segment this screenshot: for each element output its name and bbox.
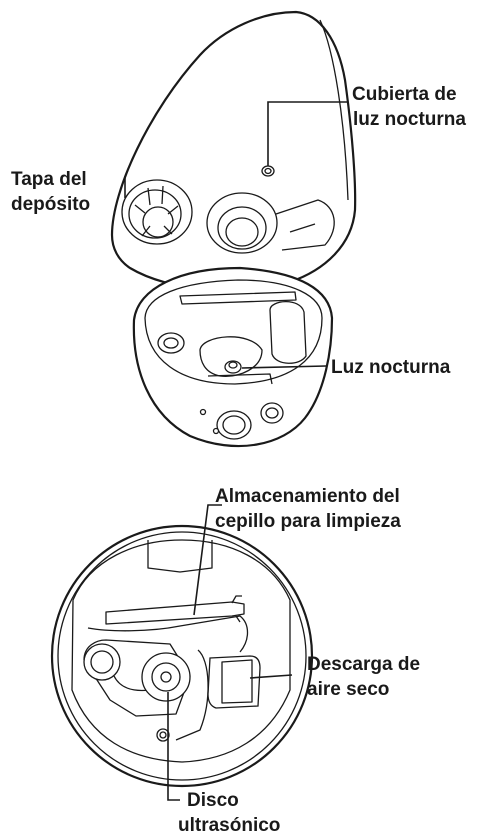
leader-ultrasonic-disc [167,692,180,801]
leader-brush-storage [193,504,222,616]
tank-outlet-part [206,192,278,254]
leader-night-light-cover [267,101,347,166]
leader-lines [124,101,347,801]
tank-cap-part [121,179,193,245]
leader-dry-air-outlet [249,674,293,679]
night-light-cover-part [261,165,275,177]
night-light-part [224,360,242,374]
label-brush-storage: Almacenamiento del cepillo para limpieza [215,486,405,532]
water-tank-illustration [110,10,357,292]
base-top-view-illustration [50,524,314,788]
label-dry-air-outlet: Descarga de aire seco [307,654,425,700]
label-tank-cap: Tapa del depósito [11,169,92,215]
humidifier-base-illustration [132,266,334,448]
leader-night-light [241,365,327,369]
ultrasonic-disc-part [141,652,191,702]
label-ultrasonic-disc: Disco ultrasónico [178,790,280,836]
dry-air-outlet-part [207,655,261,709]
label-night-light-cover: Cubierta de luz nocturna [352,84,466,130]
label-night-light: Luz nocturna [331,357,451,378]
